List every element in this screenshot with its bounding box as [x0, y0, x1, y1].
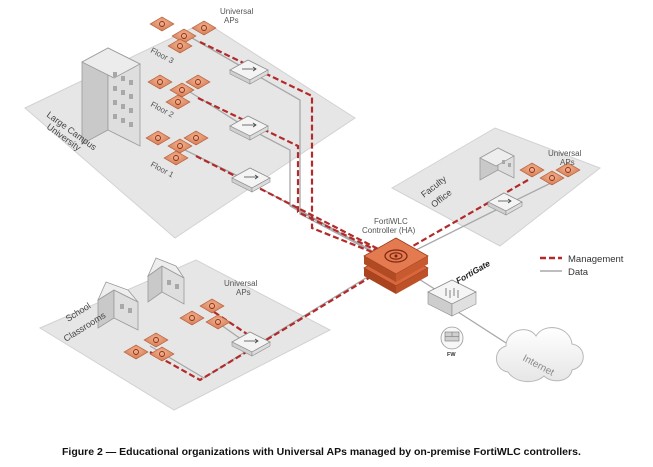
mgmt-link-floor1	[195, 155, 393, 257]
ap-cluster-floor2	[147, 74, 211, 110]
data-link-school	[149, 261, 393, 379]
campus-building-icon	[81, 47, 141, 147]
mgmt-link-school	[149, 263, 393, 382]
fortigate-label: FortiGate	[454, 258, 492, 286]
switch-icon	[231, 331, 271, 357]
access-point-icon	[147, 74, 173, 90]
universal-aps-label-top-line2: APs	[224, 16, 239, 25]
access-point-icon	[183, 130, 209, 146]
switch-icon	[231, 167, 271, 193]
school-house-icon	[97, 257, 185, 331]
legend-management-label: Management	[568, 254, 624, 265]
mgmt-link-school-upper	[213, 311, 251, 337]
access-point-icon	[149, 16, 175, 32]
ap-cluster-floor3	[149, 16, 217, 54]
ap-cluster-floor1	[145, 130, 209, 166]
school-zone	[38, 259, 332, 411]
fortiwlc-controller-icon	[363, 237, 429, 294]
access-point-icon	[169, 82, 195, 98]
access-point-icon	[167, 38, 193, 54]
fw-label: FW	[447, 352, 456, 358]
access-point-icon	[519, 162, 545, 178]
data-link-floor3	[191, 37, 393, 263]
access-point-icon	[145, 130, 171, 146]
legend-data-label: Data	[568, 267, 589, 278]
internet-cloud-icon	[496, 327, 584, 382]
access-point-icon	[165, 94, 191, 110]
access-point-icon	[199, 298, 225, 314]
universal-aps-label-top-line1: Universal	[220, 7, 254, 16]
access-point-icon	[555, 162, 581, 178]
access-point-icon	[185, 74, 211, 90]
universal-aps-label-faculty-line2: APs	[560, 158, 575, 167]
data-link-floor2	[189, 91, 393, 263]
access-point-icon	[205, 314, 231, 330]
figure-caption: Figure 2 — Educational organizations wit…	[62, 446, 581, 458]
controller-label-line1: FortiWLC	[374, 217, 408, 226]
access-point-icon	[191, 20, 217, 36]
access-point-icon	[539, 170, 565, 186]
universal-aps-label-faculty-line1: Universal	[548, 149, 582, 158]
faculty-building-icon	[479, 147, 515, 181]
legend: Management Data	[540, 254, 624, 278]
switch-icon	[229, 59, 269, 85]
switch-icon	[487, 192, 523, 216]
ap-cluster-faculty	[519, 162, 581, 186]
access-point-icon	[143, 332, 169, 348]
network-diagram: Universal APs Floor 3 Floor 2 Floor 1 La…	[24, 7, 624, 411]
fortigate-icon	[427, 279, 477, 317]
switch-icon	[229, 115, 269, 141]
universal-aps-label-school-line2: APs	[236, 288, 251, 297]
access-point-icon	[179, 310, 205, 326]
access-point-icon	[163, 150, 189, 166]
faculty-zone	[390, 127, 602, 247]
ap-cluster-school	[123, 298, 231, 362]
access-point-icon	[123, 344, 149, 360]
mgmt-link-faculty	[391, 179, 529, 259]
firewall-icon	[440, 326, 464, 350]
mgmt-link-floor3	[199, 41, 393, 262]
controller-label-line2: Controller (HA)	[362, 226, 416, 235]
universal-aps-label-school-line1: Universal	[224, 279, 258, 288]
access-point-icon	[149, 346, 175, 362]
